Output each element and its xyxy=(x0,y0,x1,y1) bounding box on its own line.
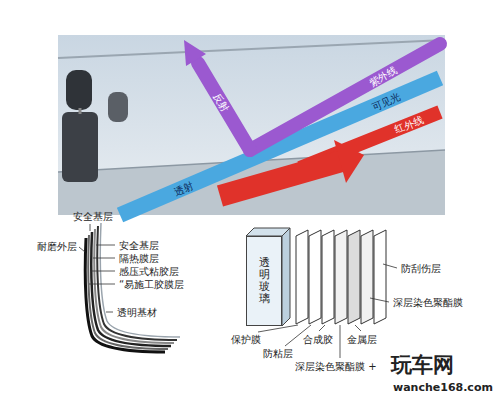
film-layers xyxy=(296,230,386,324)
arrowhead xyxy=(334,140,364,183)
part-label: 安全基层 xyxy=(118,239,160,252)
ir-arrow xyxy=(220,161,342,196)
arrow-label: 透射 xyxy=(171,178,196,199)
leader-lines xyxy=(79,224,115,312)
part-label: 深层染色聚酯膜 xyxy=(392,296,464,309)
arrow-label: 红外线 xyxy=(392,112,427,136)
part-label: “易施工胶膜层 xyxy=(118,278,185,291)
part-label: 安全基层 xyxy=(72,210,114,223)
part-label: 合成胶 xyxy=(302,333,334,346)
car-photo xyxy=(58,35,445,215)
seat-headrest xyxy=(108,92,128,122)
part-label: 耐磨外层 xyxy=(36,240,78,253)
part-label: 防刮伤层 xyxy=(400,262,442,275)
windshield-frame xyxy=(58,40,445,58)
part-label: 感压式粘胶层 xyxy=(118,265,180,278)
arrow-label: 紫外线 xyxy=(366,63,400,90)
headrest-post xyxy=(79,108,82,114)
reflect-beam xyxy=(198,63,250,150)
arrow-label: 反射 xyxy=(210,89,232,115)
arrowhead xyxy=(184,40,206,66)
uv-beam xyxy=(250,44,440,150)
part-label: 保护膜 xyxy=(230,333,262,346)
part-label: 隔热膜层 xyxy=(118,252,160,265)
glass-box: 透明玻璃 xyxy=(246,236,282,326)
watermark: wanche168.com xyxy=(392,381,494,395)
visible-light-beam xyxy=(120,78,440,215)
watermark: 玩车网 xyxy=(390,352,455,378)
arrow-label: 可见光 xyxy=(369,89,404,113)
seat-back xyxy=(62,112,98,182)
glass-side xyxy=(282,228,290,326)
box-text: 透明玻璃 xyxy=(259,257,270,305)
part-label: 防粘层 xyxy=(262,347,294,360)
part-label: 深层染色聚酯膜 + xyxy=(294,360,378,373)
part-label: 金属层 xyxy=(346,333,378,346)
seat-headrest xyxy=(66,70,92,110)
part-label: 透明基材 xyxy=(116,306,158,319)
